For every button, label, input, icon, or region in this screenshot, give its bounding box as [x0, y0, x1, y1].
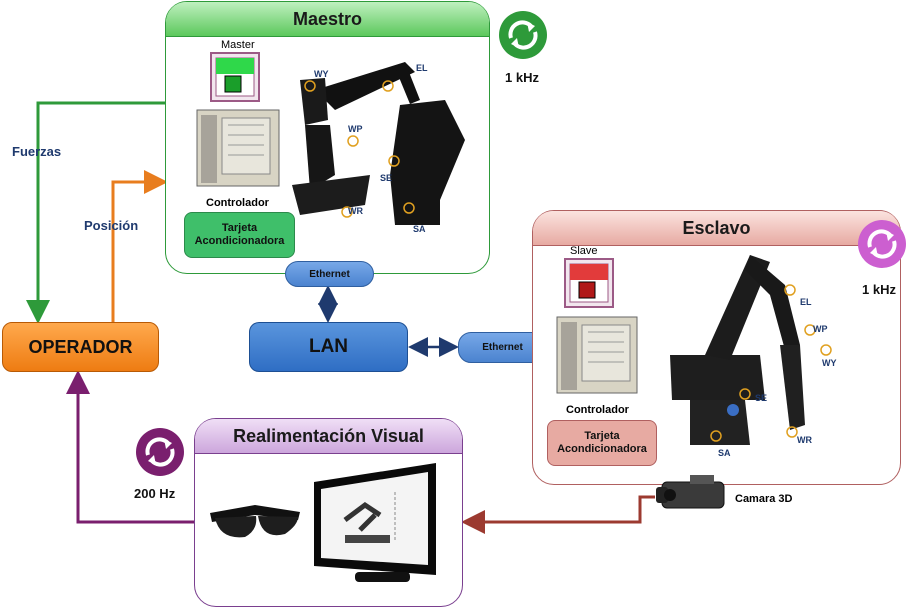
slave-label: Slave	[570, 245, 598, 257]
slave-joint-wy: WY	[822, 358, 837, 368]
slave-controller-label: Controlador	[566, 404, 629, 416]
master-joint-wr: WR	[348, 206, 363, 216]
operador-box: OPERADOR	[2, 322, 159, 372]
camera-arrow	[461, 495, 655, 534]
visual-feedback-arrow	[66, 370, 194, 524]
maestro-rate: 1 kHz	[505, 70, 539, 85]
visual-rate: 200 Hz	[134, 486, 176, 501]
camera-3d-label: Camara 3D	[735, 493, 793, 505]
esclavo-title: Esclavo	[533, 211, 900, 246]
visual-feedback-panel: Realimentación Visual	[194, 418, 463, 607]
master-card-box: Tarjeta Acondicionadora	[184, 212, 295, 258]
master-label: Master	[221, 39, 255, 51]
posicion-arrow	[111, 170, 168, 322]
lan-box: LAN	[249, 322, 408, 372]
slave-joint-sa: SA	[718, 448, 731, 458]
slave-joint-se: SE	[755, 393, 768, 403]
slave-joint-el: EL	[800, 297, 812, 307]
esclavo-rate: 1 kHz	[862, 282, 896, 297]
fuerzas-arrow	[26, 101, 165, 324]
fuerzas-label: Fuerzas	[12, 144, 62, 159]
slave-card-box: Tarjeta Acondicionadora	[547, 420, 657, 466]
slave-joint-wp: WP	[813, 324, 828, 334]
slave-joint-wr: WR	[797, 435, 812, 445]
master-joint-el: EL	[416, 63, 428, 73]
master-joint-se: SE	[380, 173, 393, 183]
visual-feedback-title: Realimentación Visual	[195, 419, 462, 454]
maestro-title: Maestro	[166, 2, 489, 37]
master-joint-sa: SA	[413, 224, 426, 234]
master-joint-wp: WP	[348, 124, 363, 134]
posicion-label: Posición	[84, 218, 139, 233]
master-joint-wy: WY	[314, 69, 329, 79]
ethernet-top-badge: Ethernet	[285, 261, 374, 287]
master-controller-label: Controlador	[206, 197, 269, 209]
